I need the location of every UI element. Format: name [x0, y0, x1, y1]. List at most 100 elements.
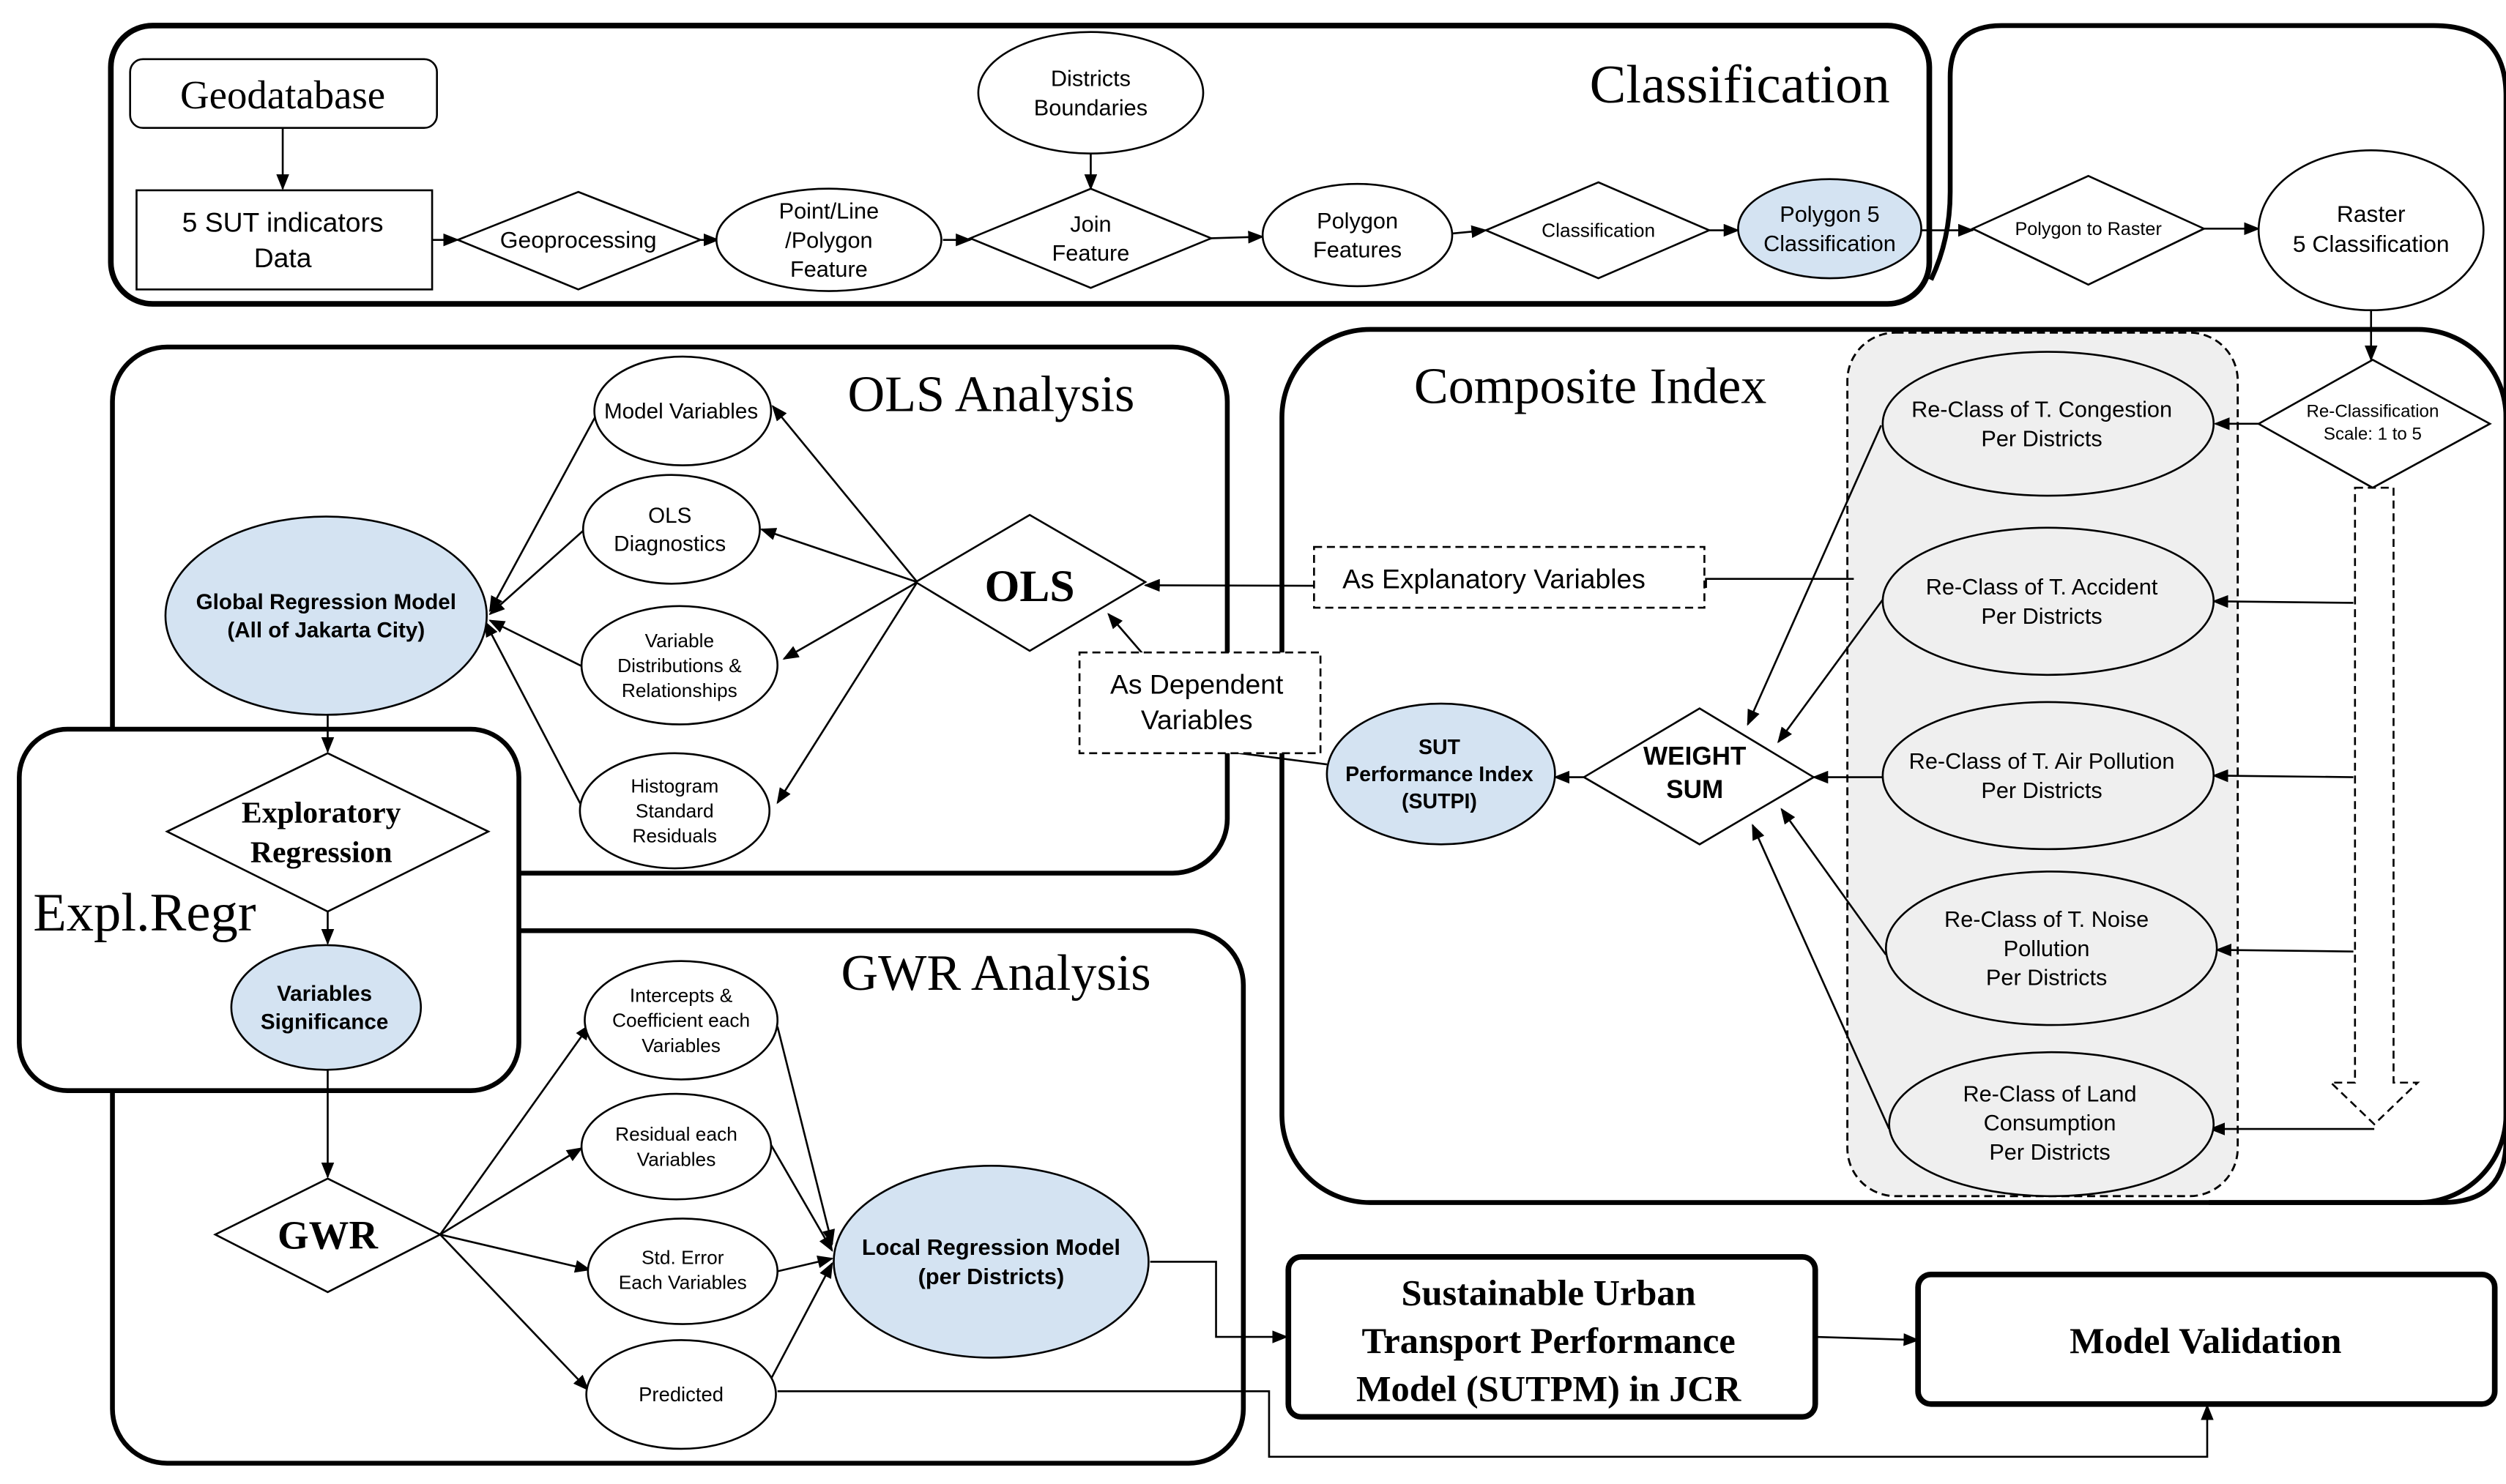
reclass-land-label-line: Per Districts — [1989, 1140, 2110, 1165]
edge-predicted-to-local — [767, 1261, 833, 1386]
edge-gwr-to-intercepts — [439, 1023, 591, 1236]
global-model-label: Global Regression Model(All of Jakarta C… — [196, 590, 456, 642]
sutpm-box — [1285, 1254, 1818, 1420]
residual-each-label-line: Residual each — [615, 1123, 737, 1145]
reclass-noise-label-line: Re-Class of T. Noise — [1944, 907, 2149, 932]
local-model-label: Local Regression Model (per Districts) — [862, 1235, 1120, 1289]
as-explanatory-box — [1313, 545, 1706, 609]
districts-boundaries-label-line: Districts — [1051, 67, 1131, 92]
join-feature-label-line: Join — [1070, 212, 1111, 236]
polygon-features-ellipse — [1261, 182, 1454, 288]
edge-ols-to-histogram — [776, 581, 918, 805]
as-dependent-box — [1078, 651, 1322, 755]
geodatabase-box — [129, 58, 438, 130]
sutpi-ellipse — [1325, 702, 1556, 846]
reclass-land-label-line: Consumption — [1984, 1111, 2116, 1136]
predicted-label-line: Predicted — [639, 1383, 724, 1406]
polygon-features-label-line: Polygon — [1317, 209, 1398, 234]
edge-sutpm-to-validation — [1815, 1333, 1920, 1346]
point-line-polygon-label-line: Feature — [790, 257, 868, 282]
reclass-accident-label-line: Re-Class of T. Accident — [1926, 575, 2158, 600]
ols-label-line: OLS — [985, 562, 1075, 611]
sutpm-label-line: Sustainable Urban — [1402, 1272, 1696, 1313]
polygon-5-class-label-line: Classification — [1763, 231, 1896, 256]
geodatabase-label: Geodatabase — [180, 72, 385, 117]
raster-section-frame — [1928, 23, 2506, 1205]
ols-diagnostics-label-line: OLS — [648, 504, 691, 528]
intercepts-ellipse — [584, 960, 779, 1081]
edge-distributions-to-global — [488, 619, 587, 670]
local-model-label-line: (per Districts) — [918, 1264, 1065, 1289]
variables-significance-label-line: Variables — [277, 982, 372, 1006]
ols-diagnostics-label-line: Diagnostics — [614, 532, 726, 556]
histogram-label-line: Standard — [636, 800, 714, 822]
edge-ols-to-model-variables — [771, 405, 918, 583]
geodatabase-label-line: Geodatabase — [180, 72, 385, 117]
weight-sum-diamond — [1582, 707, 1816, 846]
sutpi-label-line: Performance Index — [1345, 763, 1533, 786]
predicted-ellipse — [585, 1339, 777, 1450]
gwr-diamond — [213, 1177, 442, 1294]
join-feature-diamond — [967, 187, 1214, 289]
exploratory-regression-label-line: Exploratory — [242, 795, 401, 829]
weight-sum-label-line: WEIGHT — [1643, 742, 1747, 771]
global-model-label-line: (All of Jakarta City) — [227, 618, 425, 642]
intercepts-label-line: Intercepts & — [630, 985, 733, 1007]
polygon-5-classification-ellipse — [1737, 178, 1922, 280]
exploratory-regression-label-line: Regression — [250, 835, 393, 868]
model-variables-label: Model Variables — [604, 400, 758, 424]
edge-model-variables-to-global — [488, 411, 599, 613]
sut-indicators-box — [135, 189, 434, 291]
polygon-features-label-line: Features — [1313, 238, 1402, 263]
edge-gwr-to-std-error — [439, 1233, 592, 1273]
std-error-ellipse — [587, 1218, 779, 1325]
edge-local-to-sutpm — [1150, 1261, 1289, 1343]
global-regression-model-ellipse — [164, 515, 488, 716]
variable-distributions-label-line: Relationships — [622, 679, 737, 701]
reclass-congestion-ellipse — [1881, 351, 2215, 497]
geoprocessing-diamond — [455, 190, 703, 291]
sutpi-label-line: SUT — [1419, 736, 1461, 759]
gwr-section-frame — [110, 928, 1246, 1466]
edge-noise-to-weight-sum — [1780, 808, 1887, 955]
as-dependent-label-line: Variables — [1141, 704, 1253, 735]
sutpm-label-line: Model (SUTPM) in JCR — [1356, 1368, 1741, 1409]
raster-5-class-label-line: Raster — [2337, 201, 2406, 227]
reclassification-diamond — [2256, 358, 2492, 489]
reclass-land-consumption-ellipse — [1888, 1051, 2215, 1198]
model-validation-label-line: Model Validation — [2070, 1320, 2341, 1361]
intercepts-label-line: Coefficient each — [612, 1010, 750, 1032]
classification-step-label: Classification — [1542, 220, 1655, 242]
histogram-label-line: Histogram — [631, 775, 718, 797]
reclass-congestion-label-line: Re-Class of T. Congestion — [1911, 398, 2172, 422]
residual-each-label-line: Variables — [637, 1148, 716, 1170]
histogram-label-line: Residuals — [633, 825, 718, 847]
edge-land-to-weight-sum — [1752, 824, 1890, 1130]
local-model-label-line: Local Regression Model — [862, 1235, 1120, 1260]
edge-reclass-to-air — [2212, 769, 2354, 783]
districts-boundaries-ellipse — [977, 31, 1205, 155]
model-variables-label-line: Model Variables — [604, 400, 758, 424]
reclassification-down-arrow — [2328, 486, 2420, 1126]
variable-distributions-label-line: Variable — [645, 630, 715, 652]
composite-index-title: Composite Index — [1414, 359, 1766, 415]
edge-histogram-to-global — [484, 620, 583, 807]
join-feature-label-line: Feature — [1052, 241, 1130, 266]
ols-section-frame — [110, 344, 1230, 876]
edge-gwr-to-residual — [439, 1147, 583, 1236]
reclassification-label-line: Re-Classification — [2306, 401, 2439, 421]
